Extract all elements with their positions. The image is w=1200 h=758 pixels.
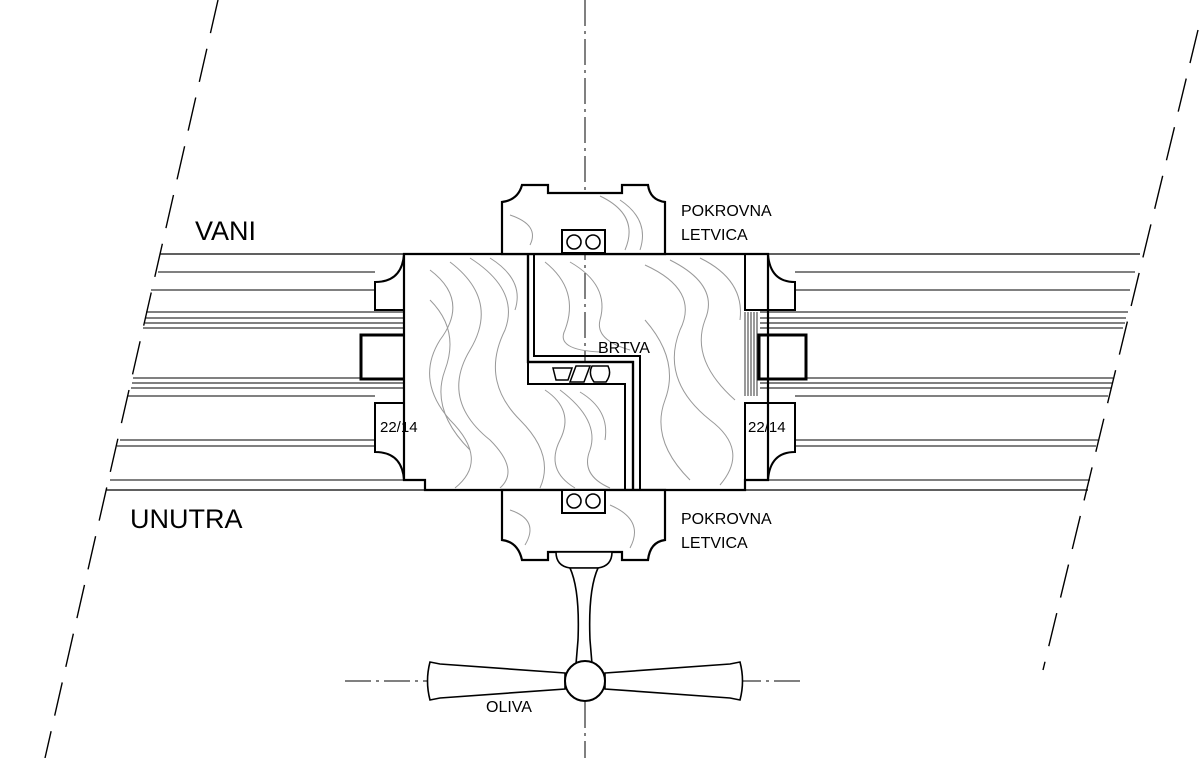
- label-outside: VANI: [195, 216, 256, 246]
- handle-arm-left: [426, 661, 566, 701]
- olive-handle: [345, 551, 800, 702]
- reveal-line-right: [1042, 29, 1199, 671]
- sash-right: [526, 252, 770, 492]
- cover-strip-top: [500, 183, 667, 256]
- handle-arm-right: [604, 661, 744, 701]
- sash-frames: [402, 252, 770, 492]
- screw-bottom-1: [566, 493, 582, 509]
- wood-grain: [429, 257, 741, 489]
- screw-top-2: [585, 234, 601, 250]
- glass-spacer-left: [359, 333, 409, 381]
- label-cover-strip-top-2: LETVICA: [681, 227, 748, 244]
- screw-top-1: [566, 234, 582, 250]
- handle-shank: [568, 567, 600, 665]
- label-handle: OLIVA: [486, 699, 532, 716]
- label-cover-strip-bottom-2: LETVICA: [681, 535, 748, 552]
- cover-strip-top-grain: [509, 195, 643, 251]
- glazing-gasket-right: [744, 312, 758, 396]
- label-profile-right: 22/14: [748, 419, 786, 436]
- wall-lines-right: [745, 253, 1140, 491]
- rebate-line: [533, 254, 641, 490]
- glass-spacer-right: [757, 333, 808, 381]
- handle-rosette: [555, 551, 613, 569]
- cover-strip-bottom: [500, 488, 667, 562]
- profile-right-bottom: [744, 402, 796, 481]
- cover-strip-bottom-grain: [509, 504, 635, 549]
- label-cover-strip-bottom-1: POKROVNA: [681, 511, 772, 528]
- screw-bottom-2: [585, 493, 601, 509]
- label-cover-strip-top-1: POKROVNA: [681, 203, 772, 220]
- profile-right-top: [744, 253, 796, 311]
- reveal-line-left: [44, 0, 219, 758]
- label-inside: UNUTRA: [130, 504, 243, 534]
- handle-knob: [564, 660, 606, 702]
- dashed-reveal-lines: [44, 0, 1199, 758]
- rebate-line-2: [527, 362, 626, 490]
- label-profile-left: 22/14: [380, 419, 418, 436]
- seal-profile: [552, 365, 611, 383]
- wall-lines-left: [106, 253, 425, 491]
- label-seal: BRTVA: [598, 340, 650, 357]
